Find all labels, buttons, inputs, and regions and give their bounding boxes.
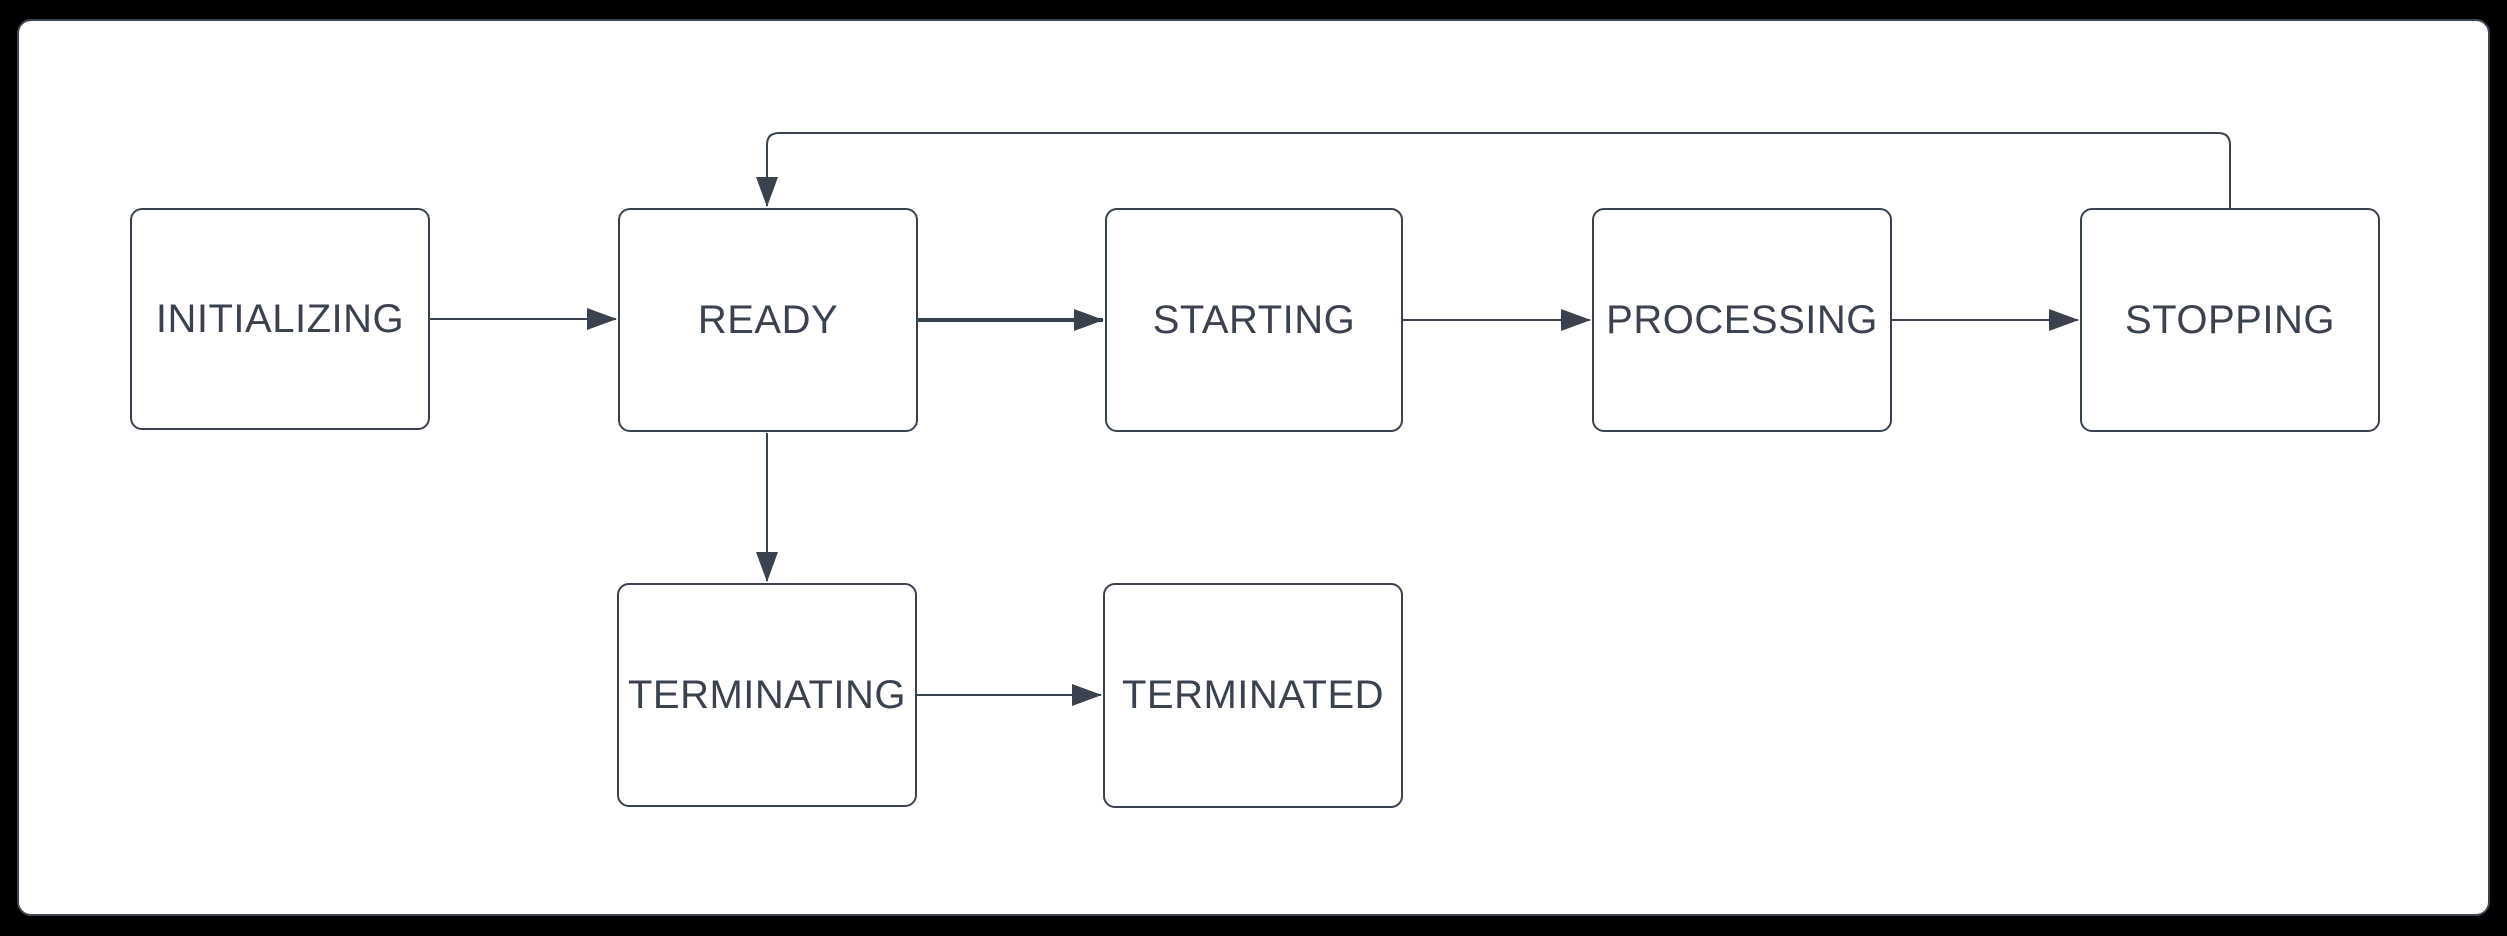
state-node-stopping[interactable]: STOPPING bbox=[2080, 208, 2380, 432]
state-node-processing[interactable]: PROCESSING bbox=[1592, 208, 1892, 432]
state-node-initializing[interactable]: INITIALIZING bbox=[130, 208, 430, 430]
state-node-terminating[interactable]: TERMINATING bbox=[617, 583, 917, 807]
state-node-starting[interactable]: STARTING bbox=[1105, 208, 1403, 432]
state-node-ready[interactable]: READY bbox=[618, 208, 918, 432]
state-node-terminated[interactable]: TERMINATED bbox=[1103, 583, 1403, 808]
